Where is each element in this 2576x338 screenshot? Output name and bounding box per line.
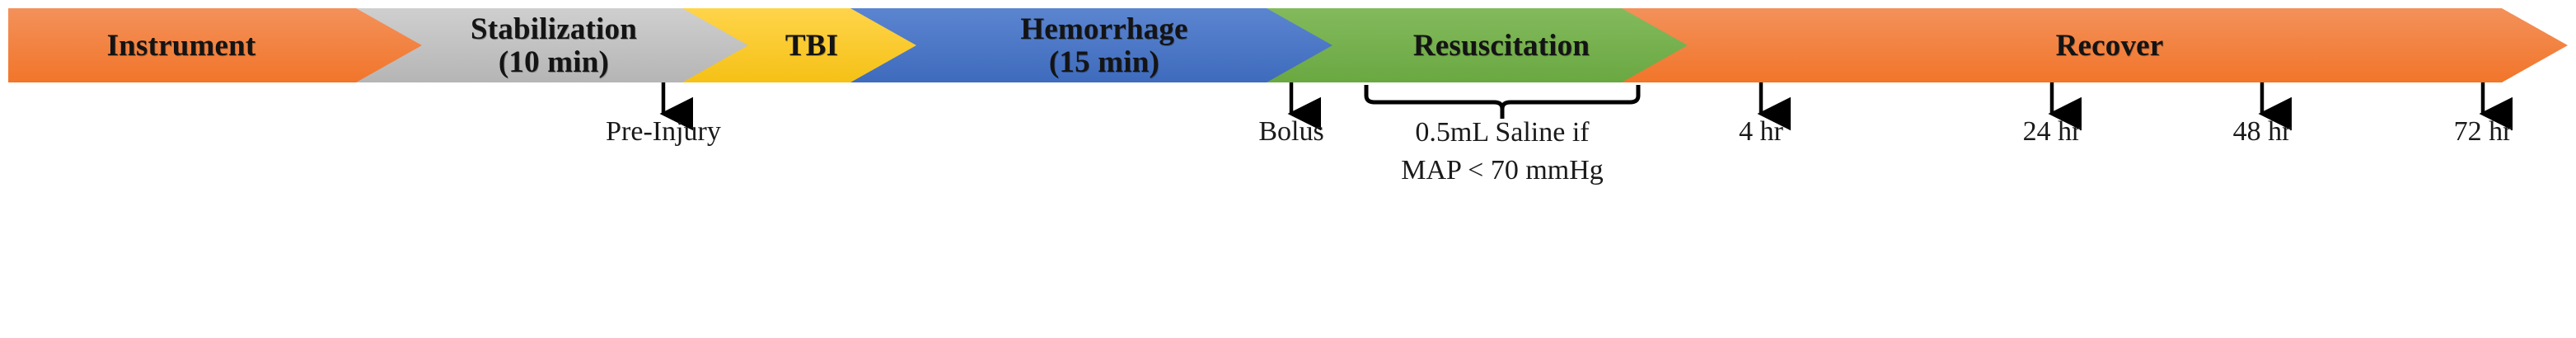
marker-label-72hr: 72 hr [2453,116,2513,147]
marker-label-bolus: Bolus [1258,116,1324,147]
marker-label-48hr: 48 hr [2232,116,2292,147]
phase-chevron-hemorrhage [847,8,1332,82]
phase-chevron-tbi [674,8,916,82]
marker-label-24hr: 24 hr [2022,116,2082,147]
saline-brace-icon [1364,85,1641,119]
phase-chevron-resuscitation [1265,8,1688,82]
saline-annotation-label: 0.5mL Saline if MAP < 70 mmHg [1401,117,1604,185]
marker-label-pre-injury: Pre-Injury [606,116,721,147]
phase-chevron-recover [1618,8,2568,82]
phase-chevron-instrument [8,8,422,82]
time-point-arrows [659,82,2513,131]
marker-label-4hr: 4 hr [1739,116,1783,147]
phase-chevron-stabilization [354,8,748,82]
phase-chevrons [8,8,2568,82]
